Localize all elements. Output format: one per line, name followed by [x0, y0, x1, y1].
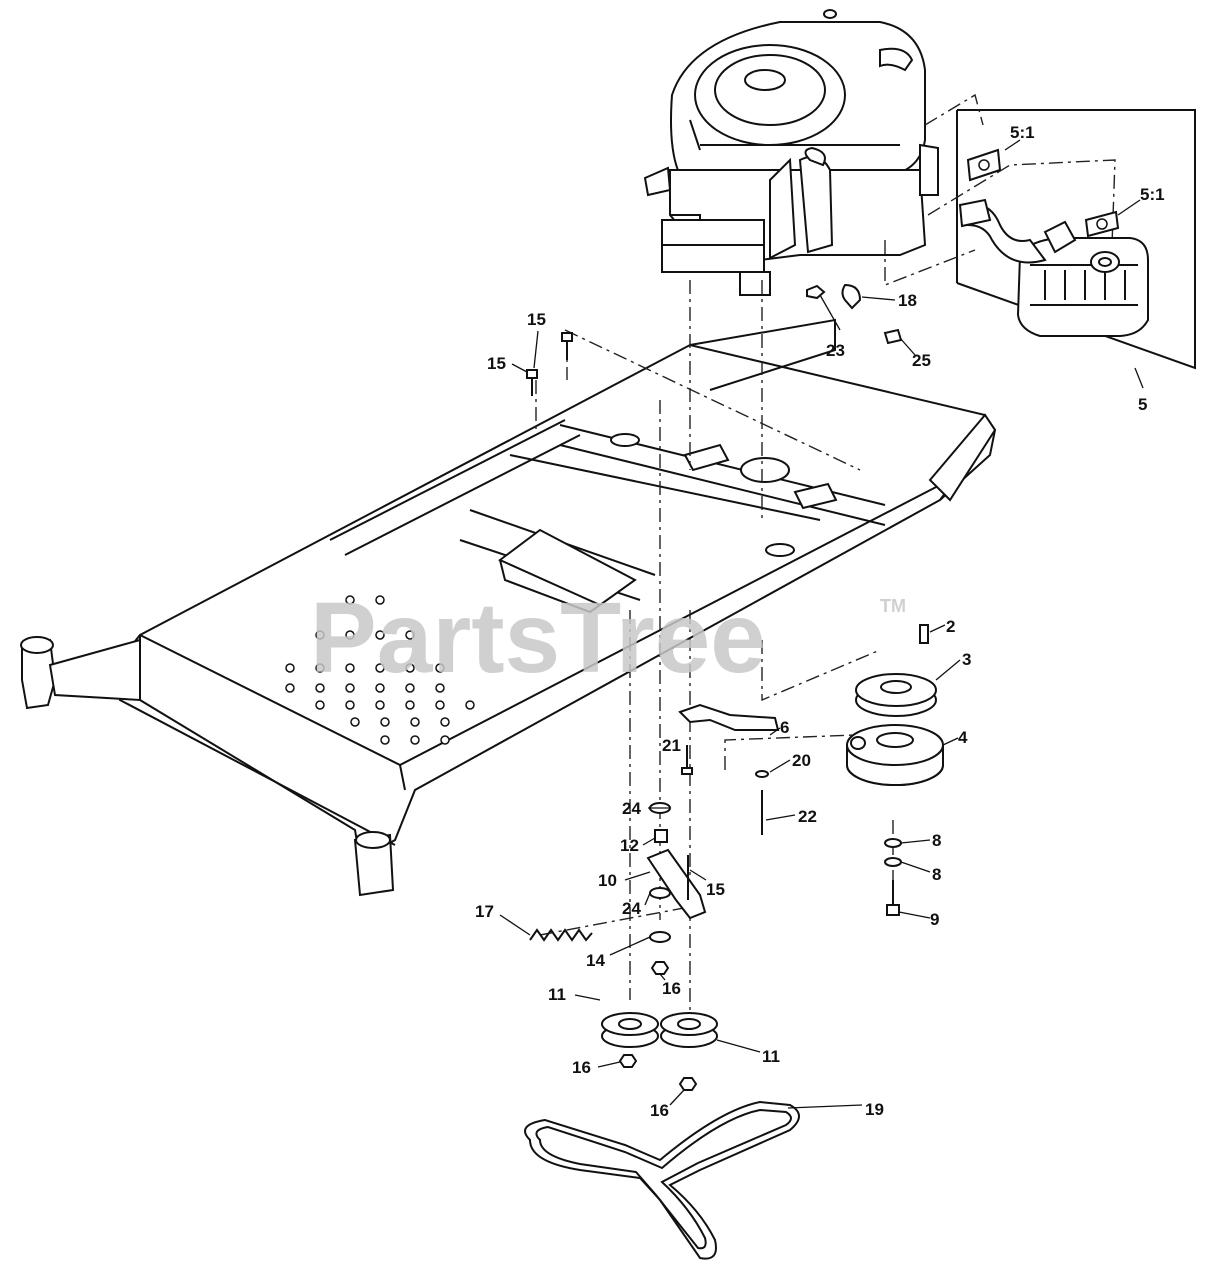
callout-24-top: 24: [622, 799, 641, 818]
watermark-text: PartsTree: [310, 582, 766, 694]
callout-2: 2: [946, 617, 955, 636]
partstree-watermark: PartsTree TM: [310, 582, 906, 694]
callout-17: 17: [475, 902, 494, 921]
callout-5-1-top: 5:1: [1010, 123, 1035, 142]
callout-22: 22: [798, 807, 817, 826]
muffler-kit-box: [884, 93, 1196, 389]
callout-11-left: 11: [548, 985, 566, 1004]
callout-15-top: 15: [527, 310, 546, 329]
callout-20: 20: [792, 751, 811, 770]
engine-illustration: [643, 9, 939, 296]
callout-5: 5: [1138, 395, 1147, 414]
callout-15-left: 15: [487, 354, 506, 373]
callout-labels: 5:1 5:1 5 18 23 25 15 15 2 3 4 6 21 20 2…: [475, 123, 1165, 1120]
callout-16-top: 16: [662, 979, 681, 998]
leader-lines: [499, 139, 1141, 1109]
callout-21: 21: [662, 736, 681, 755]
callout-23: 23: [826, 341, 845, 360]
callout-15-lower: 15: [706, 880, 725, 899]
callout-14: 14: [586, 951, 605, 970]
callout-16-left: 16: [572, 1058, 591, 1077]
callout-11-right: 11: [762, 1047, 780, 1066]
callout-18: 18: [898, 291, 917, 310]
callout-3: 3: [962, 650, 971, 669]
callout-25: 25: [912, 351, 931, 370]
callout-12: 12: [620, 836, 639, 855]
callout-9: 9: [930, 910, 939, 929]
small-parts: [526, 283, 944, 1091]
callout-8-top: 8: [932, 831, 941, 850]
watermark-tm: TM: [880, 596, 906, 616]
floor-holes: [285, 595, 475, 745]
callout-19: 19: [865, 1100, 884, 1119]
mower-frame: [20, 318, 997, 897]
callout-5-1-right: 5:1: [1140, 185, 1165, 204]
callout-6: 6: [780, 718, 789, 737]
callout-24-bottom: 24: [622, 899, 641, 918]
callout-16-bottom: 16: [650, 1101, 669, 1120]
callout-4: 4: [958, 728, 968, 747]
drive-belt: [524, 1100, 800, 1260]
callout-10: 10: [598, 871, 617, 890]
callout-8-bottom: 8: [932, 865, 941, 884]
